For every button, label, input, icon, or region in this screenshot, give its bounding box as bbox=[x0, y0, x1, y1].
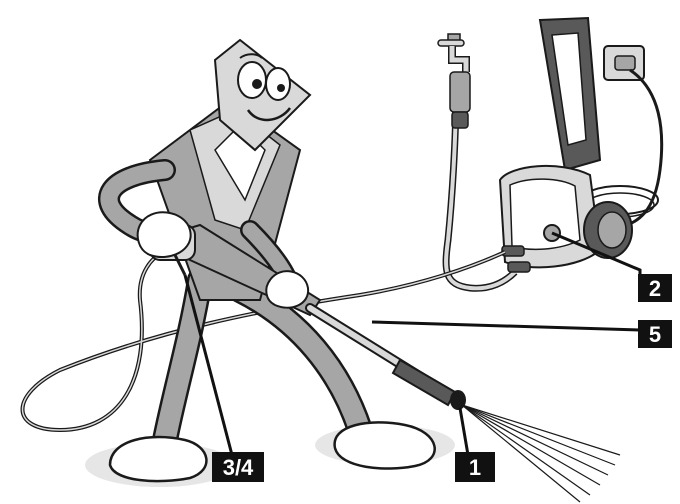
callout-label-2: 2 bbox=[649, 276, 661, 301]
callout-label-1: 1 bbox=[469, 455, 481, 480]
callout-line-5 bbox=[372, 322, 640, 330]
callout-label-5: 5 bbox=[649, 322, 661, 347]
callout-line-1 bbox=[460, 408, 468, 455]
callout-label-3-4: 3/4 bbox=[223, 455, 254, 480]
water-tap-icon bbox=[438, 34, 470, 128]
character-legs bbox=[110, 280, 435, 481]
